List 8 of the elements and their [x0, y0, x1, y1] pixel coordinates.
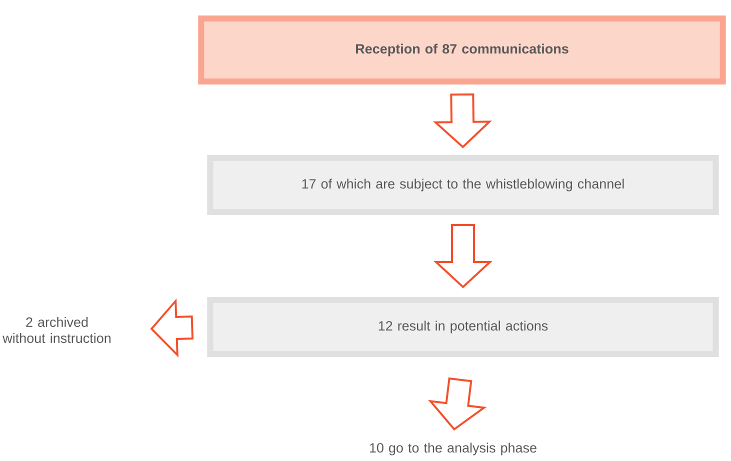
- process-box: 17 of which are subject to the whistleblowing channel: [207, 155, 719, 215]
- text: 10 go to the analysis phase: [370, 442, 536, 456]
- block-arrow: [433, 224, 493, 288]
- block-arrow: [150, 298, 194, 358]
- text: 2 archived without instruction: [2, 317, 110, 343]
- heading-box: Reception of 87 communications: [198, 16, 726, 84]
- block-arrow: [432, 93, 492, 148]
- process-box: 12 result in potential actions: [207, 297, 719, 357]
